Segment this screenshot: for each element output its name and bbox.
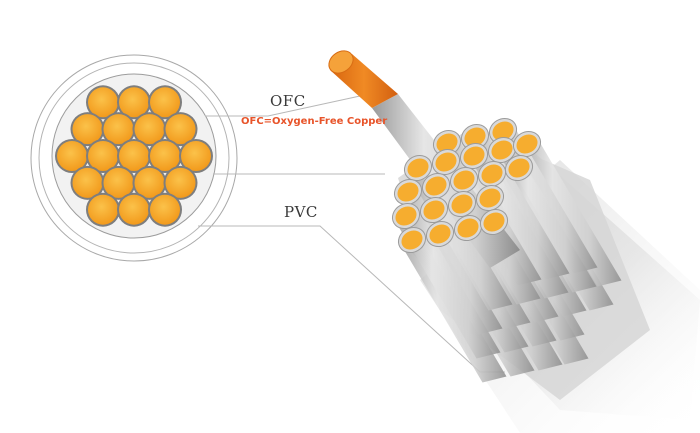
strand-end-copper <box>479 188 501 208</box>
copper-strand <box>181 141 211 171</box>
ofc-leader-line <box>205 95 361 117</box>
strand-end-copper <box>481 164 503 184</box>
strand-end-copper <box>423 200 445 220</box>
ofc-definition-label: OFC=Oxygen-Free Copper <box>241 116 388 127</box>
copper-strand <box>134 167 165 198</box>
copper-strand <box>103 167 134 198</box>
strand-end-copper <box>407 158 429 178</box>
copper-strand <box>88 141 118 171</box>
copper-strand <box>150 87 180 118</box>
strand-end-copper <box>395 206 417 226</box>
strand-end-copper <box>464 127 486 147</box>
strand-tube <box>396 189 503 335</box>
copper-strand <box>57 141 87 171</box>
strand-end-copper <box>429 224 451 244</box>
copper-strand <box>88 194 118 225</box>
strand-end-copper <box>401 230 423 250</box>
copper-strands <box>55 85 213 227</box>
copper-strand <box>150 141 180 171</box>
strand-end-copper <box>492 121 514 141</box>
strand-end-copper <box>457 218 479 238</box>
strand-end-copper <box>451 194 473 214</box>
copper-strand <box>165 114 196 145</box>
copper-strand <box>150 194 180 225</box>
copper-strand <box>88 87 118 118</box>
strand-end-copper <box>516 134 538 154</box>
cable-3d <box>328 50 700 433</box>
strand-end-copper <box>435 152 457 172</box>
copper-strand <box>72 114 103 145</box>
copper-strand <box>165 167 196 198</box>
strand-end-copper <box>436 133 458 153</box>
strand-end-copper <box>508 158 530 178</box>
copper-strand <box>72 167 103 198</box>
cross-section <box>30 54 238 262</box>
strand-end-copper <box>463 146 485 166</box>
conductor-tip <box>328 50 354 74</box>
copper-strand <box>134 114 165 145</box>
strand-end-copper <box>425 176 447 196</box>
pvc-label: PVC <box>284 203 318 221</box>
ofc-label: OFC <box>270 92 306 110</box>
strand-end-copper <box>483 212 505 232</box>
strand-end-faces <box>391 117 542 254</box>
strand-end-copper <box>491 140 513 160</box>
copper-strand <box>119 194 149 225</box>
strand-end-copper <box>397 182 419 202</box>
copper-strand <box>119 87 149 118</box>
strand-end-copper <box>453 170 475 190</box>
copper-strand <box>103 114 134 145</box>
copper-strand <box>119 141 149 171</box>
